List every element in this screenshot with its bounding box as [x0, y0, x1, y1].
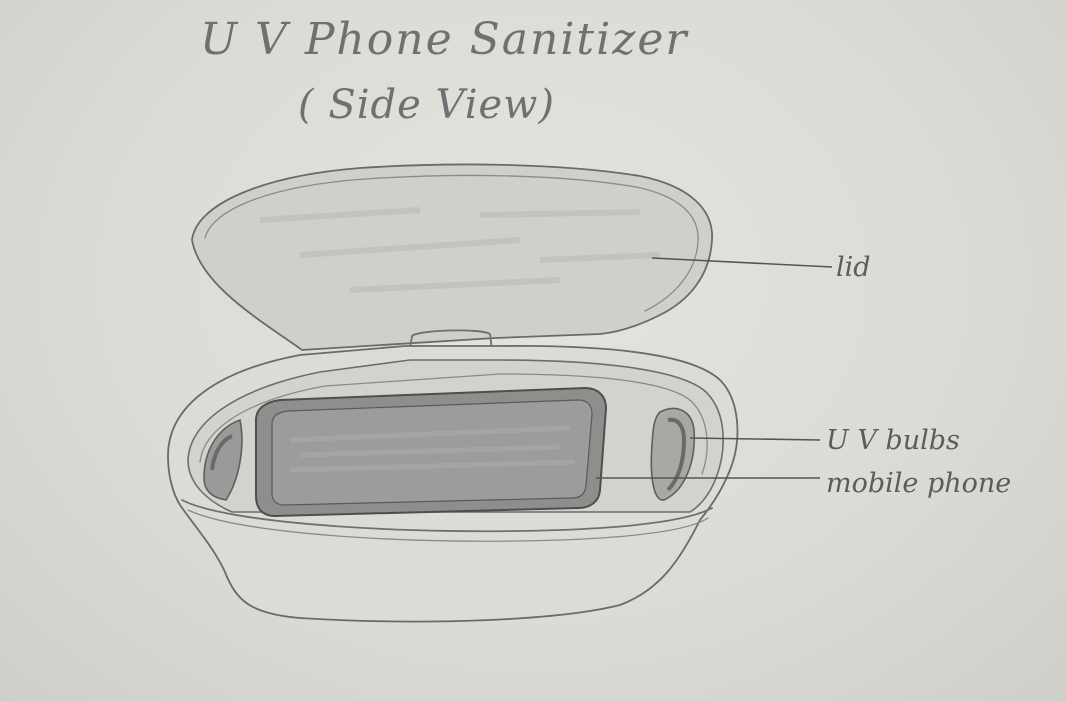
uv-bulbs-label: U V bulbs	[826, 425, 960, 456]
lid-label: lid	[836, 252, 871, 283]
mobile-phone-shape	[256, 388, 606, 516]
diagram-title: U V Phone Sanitizer	[200, 14, 689, 65]
mobile-phone-label: mobile phone	[826, 468, 1011, 499]
diagram-subtitle: ( Side View)	[298, 82, 555, 128]
lid-shape	[192, 164, 712, 350]
